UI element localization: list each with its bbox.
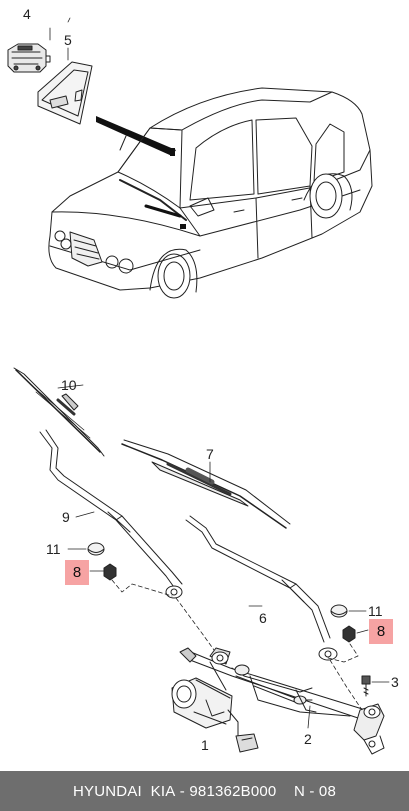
callout-3: 3 — [391, 674, 399, 690]
callout-2: 2 — [304, 731, 312, 747]
callout-11-left: 11 — [46, 541, 61, 557]
part-11-cap-right — [330, 604, 348, 618]
assembly-lines — [111, 579, 363, 711]
callout-5: 5 — [64, 32, 72, 48]
part-7-wiper-blade — [121, 439, 291, 529]
part-2-linkage — [179, 647, 385, 755]
part-11-cap-left — [87, 542, 105, 556]
callout-9: 9 — [62, 509, 70, 525]
vehicle-illustration — [48, 87, 373, 299]
callout-10: 10 — [61, 377, 77, 393]
part-3-bolt — [361, 675, 371, 697]
caption-bar: HYUNDAI KIA - 981362B000 N - 08 — [0, 771, 409, 811]
part-6-wiper-arm — [185, 515, 338, 661]
leader-lines — [49, 17, 390, 729]
part-9-wiper-arm — [39, 429, 183, 599]
caption-separator: - — [175, 782, 190, 800]
caption-gap — [276, 783, 293, 800]
callout-11-right: 11 — [368, 603, 383, 619]
callout-8-left: 8 — [65, 560, 89, 585]
part-1-motor — [171, 677, 259, 753]
callout-8-right: 8 — [369, 619, 393, 644]
caption-brand: HYUNDAI KIA — [73, 782, 176, 800]
part-8-nut-left — [103, 563, 117, 581]
callout-6: 6 — [259, 610, 267, 626]
part-4-module — [7, 43, 51, 73]
pointer-wedge — [96, 116, 176, 156]
parts-diagram — [7, 17, 390, 755]
part-10-wiper-blade — [13, 367, 105, 457]
callout-1: 1 — [201, 737, 209, 753]
part-5-cover — [37, 61, 93, 125]
part-8-nut-right — [342, 625, 356, 643]
callout-4: 4 — [23, 6, 31, 22]
callout-7: 7 — [206, 446, 214, 462]
caption-part-number: 981362B000 — [189, 782, 277, 800]
caption-page-code: N - 08 — [293, 782, 336, 800]
